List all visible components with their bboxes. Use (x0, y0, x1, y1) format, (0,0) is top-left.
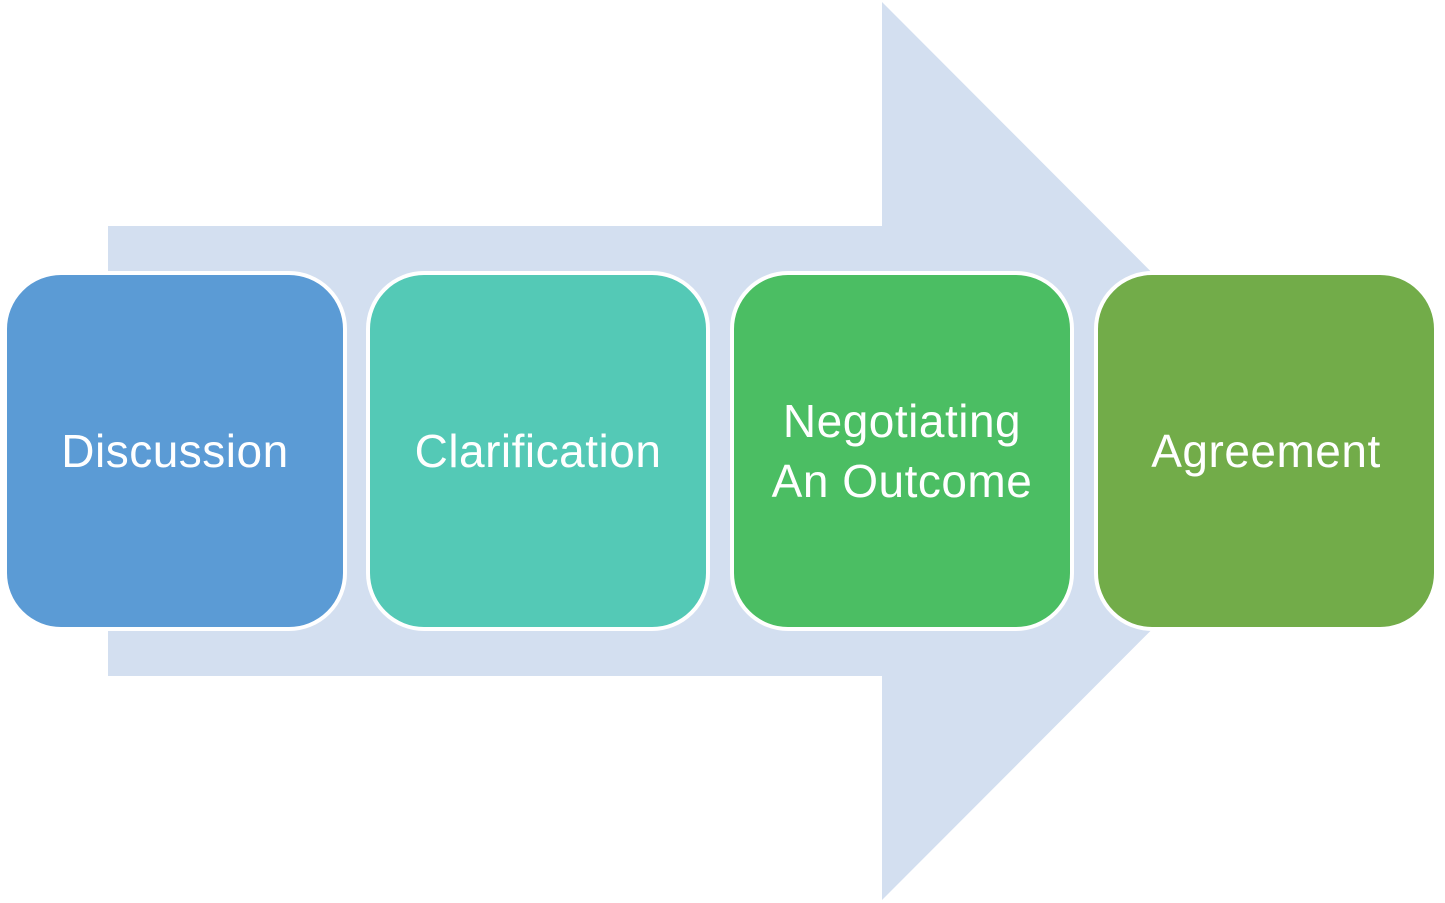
step-agreement: Agreement (1094, 271, 1438, 631)
step-negotiating-an-outcome: Negotiating An Outcome (730, 271, 1074, 631)
step-label-clarification: Clarification (414, 425, 662, 477)
step-label-negotiating-an-outcome: Negotiating An Outcome (771, 395, 1033, 507)
step-label-discussion: Discussion (61, 425, 289, 477)
step-label-agreement: Agreement (1151, 425, 1381, 477)
step-clarification: Clarification (366, 271, 710, 631)
step-discussion: Discussion (3, 271, 347, 631)
background-arrow-shape (108, 2, 1330, 900)
